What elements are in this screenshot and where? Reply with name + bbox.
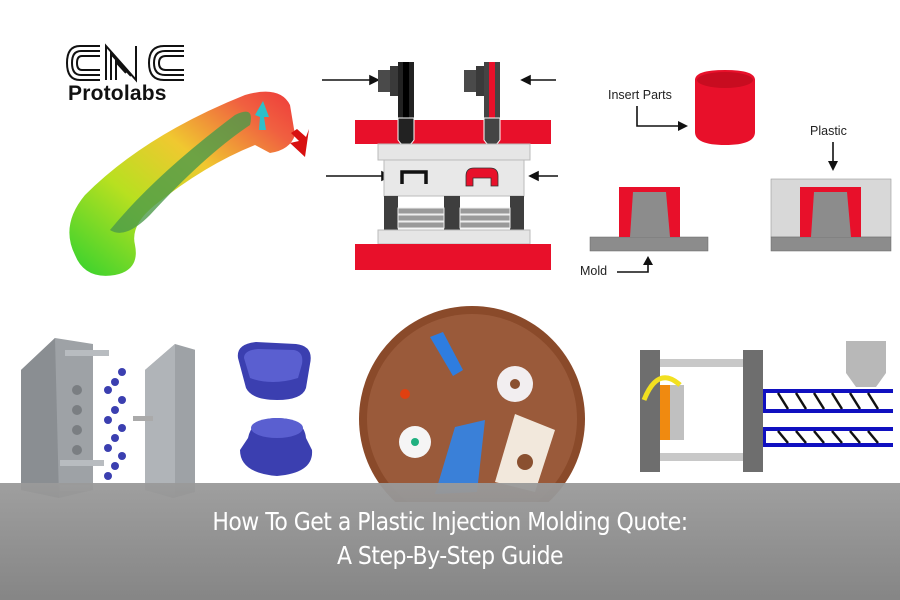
title-line-2: A Step-By-Step Guide: [336, 541, 564, 570]
multi-cavity-mold: [21, 338, 195, 498]
cyan-arrow-icon: [255, 101, 269, 130]
micro-molded-parts-on-penny: [359, 306, 585, 502]
mold-label: Mold: [580, 264, 608, 278]
title-banner: [0, 483, 900, 600]
arrow-down-icon: [828, 161, 838, 171]
red-arrow-icon: [290, 129, 309, 157]
page-title: How To Get a Plastic Injection Molding Q…: [0, 505, 900, 573]
arrow-right-icon: [678, 121, 688, 131]
rotate-arrow-icon: [641, 375, 682, 401]
protolabs-logo: Protolabs: [64, 42, 189, 112]
two-shot-injection-machine: [640, 341, 893, 472]
plastic-label: Plastic: [810, 124, 847, 138]
two-shot-mold-diagram: [322, 62, 558, 270]
arrow-up-icon: [643, 256, 653, 265]
blue-plastic-containers: [237, 342, 313, 476]
cnc-logo-mark-icon: [65, 43, 184, 83]
insert-molding-diagram: [589, 70, 892, 273]
logo-wordmark: Protolabs: [68, 82, 167, 105]
title-line-1: How To Get a Plastic Injection Molding Q…: [212, 507, 688, 536]
insert-parts-label: Insert Parts: [608, 88, 672, 102]
handle-mold-flow-simulation: [69, 91, 309, 276]
